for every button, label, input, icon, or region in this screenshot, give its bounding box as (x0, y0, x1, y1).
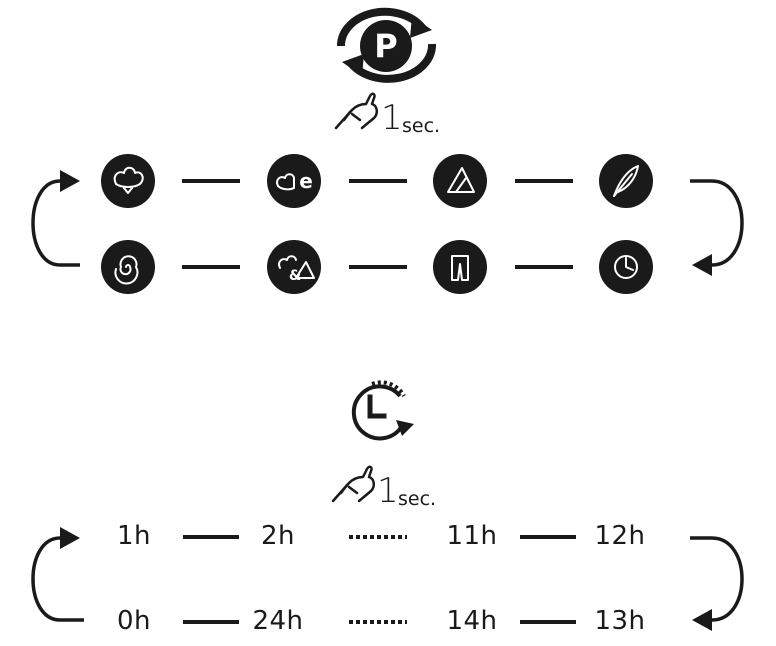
p-program-button-icon: P (336, 7, 437, 83)
mixed-icon (267, 240, 321, 294)
delay-hour-label: 0h (116, 606, 152, 636)
delay-dotted-connectors (349, 535, 407, 624)
delay-connectors (183, 535, 576, 624)
delay-hour-label: 2h (260, 521, 296, 551)
cotton-icon (101, 154, 155, 208)
ampersand-glyph: & (289, 268, 301, 284)
arrow-head-right-bottom (692, 254, 712, 276)
arrow-head-left-top (60, 527, 80, 549)
press-finger-icon (331, 465, 375, 503)
delay-hour-label: 11h (446, 521, 498, 551)
delay-cycle-arrows (31, 536, 744, 622)
delay-hour-label: 1h (116, 521, 152, 551)
arrow-head-right-bottom (692, 609, 712, 631)
delay-hour-label: 14h (446, 606, 498, 636)
eco-e-glyph: e (299, 169, 313, 193)
program-cycle-arrows (31, 179, 744, 267)
press-duration-unit: sec. (402, 115, 441, 137)
svg-text:P: P (374, 27, 397, 65)
delay-hour-label: 13h (594, 606, 646, 636)
delay-hour-label: 24h (252, 606, 304, 636)
arrow-head-left-top (60, 170, 80, 192)
synthetics-icon (433, 154, 487, 208)
program-connectors (182, 179, 573, 269)
press-finger-icon (334, 92, 378, 130)
press-duration-number: 1 (381, 98, 403, 138)
delay-hour-label: 12h (594, 521, 646, 551)
spin-icon (101, 240, 155, 294)
delay-timer-icon (351, 380, 414, 441)
press-duration-unit: sec. (398, 488, 437, 510)
press-duration-number: 1 (377, 471, 399, 511)
